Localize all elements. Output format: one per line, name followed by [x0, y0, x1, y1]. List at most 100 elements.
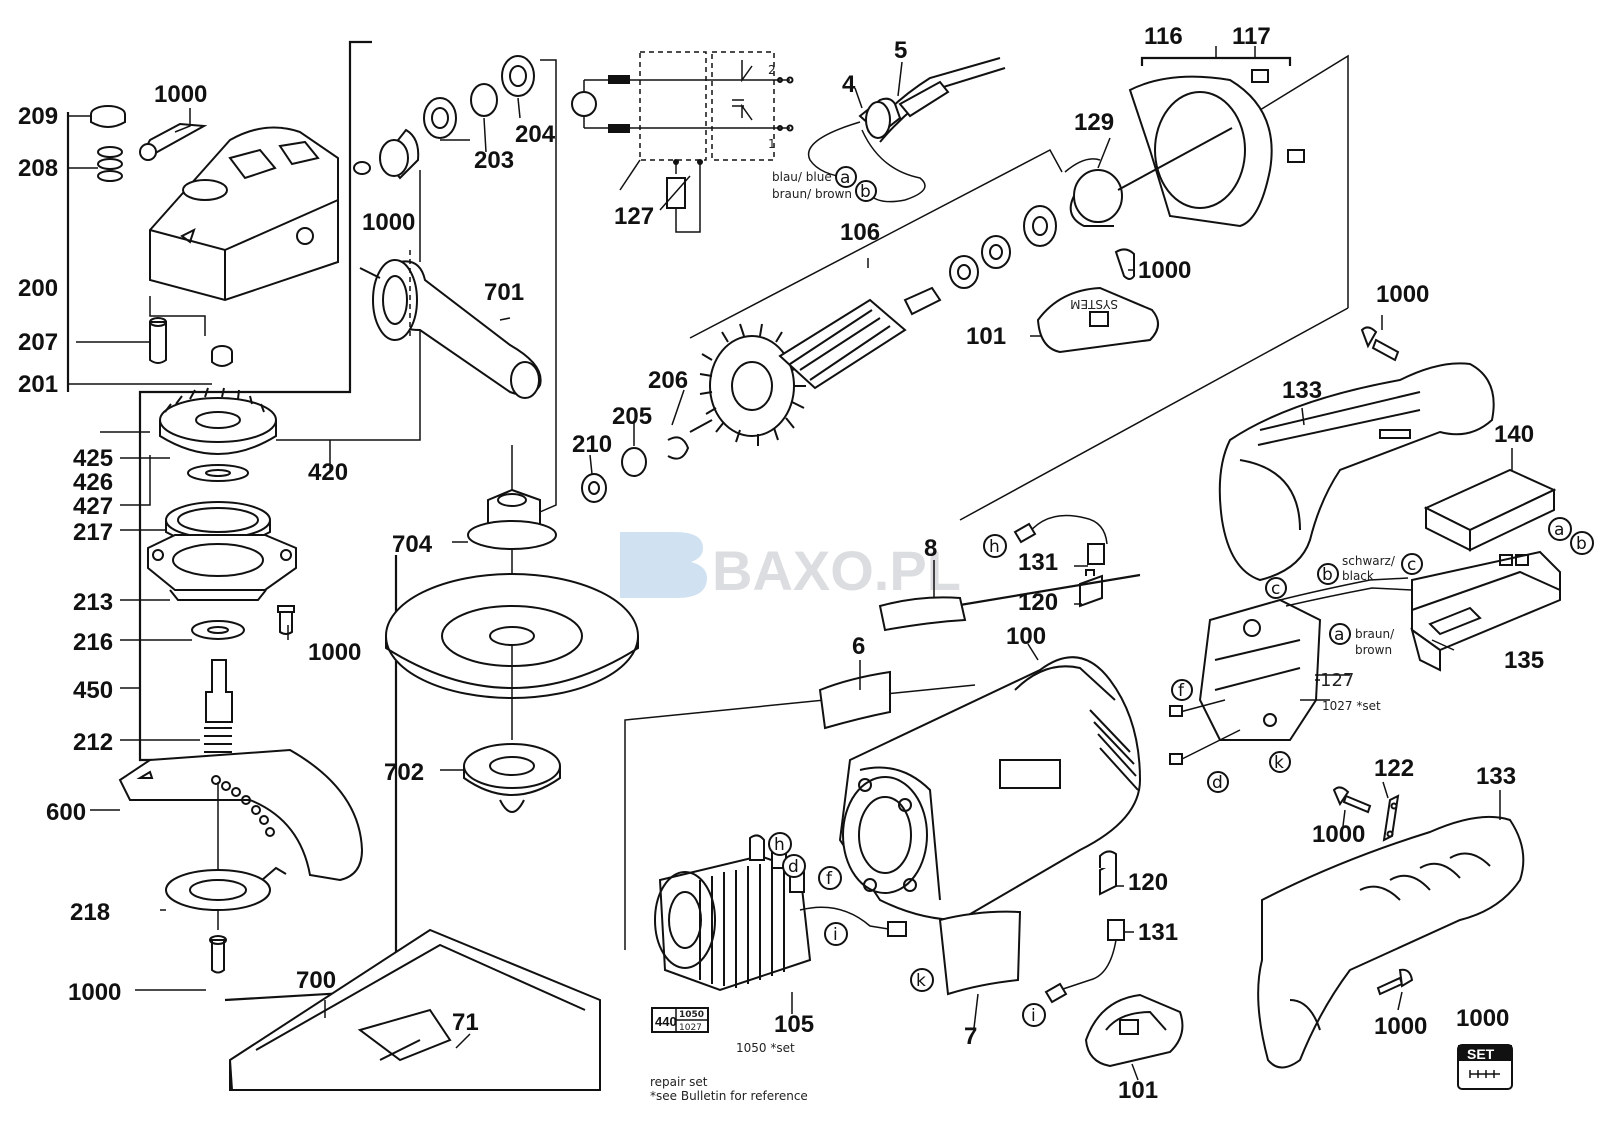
- brand-badge-part-101-bottom: [1084, 993, 1184, 1068]
- label-206: 206: [648, 367, 688, 394]
- label-218: 218: [70, 899, 110, 926]
- svg-text:h: h: [774, 835, 785, 855]
- connector-b-switch: b: [1570, 531, 1594, 555]
- label-205: 205: [612, 403, 652, 430]
- legend-box-top: 1050: [679, 1010, 704, 1020]
- connector-c-wire: c: [1401, 553, 1423, 575]
- label-426: 426: [73, 469, 113, 496]
- top-cover-part-200: [90, 105, 339, 367]
- connector-f-coil: f: [818, 866, 842, 890]
- connector-b-wire: b: [1317, 563, 1339, 585]
- svg-text:i: i: [833, 925, 838, 945]
- svg-text:a: a: [1554, 520, 1564, 540]
- label-1000-122: 1000: [1312, 821, 1365, 848]
- label-7: 7: [964, 1023, 977, 1050]
- label-140: 140: [1494, 421, 1534, 448]
- label-133-bottom: 133: [1476, 763, 1516, 790]
- repair-set-legend: 440 1050 1027 repair set *see Bulletin f…: [650, 1007, 808, 1103]
- label-120-top: 120: [1018, 589, 1058, 616]
- svg-text:d: d: [1212, 773, 1223, 793]
- label-702: 702: [384, 759, 424, 786]
- label-1050-set: 1050 *set: [736, 1041, 795, 1055]
- svg-text:c: c: [1271, 579, 1280, 599]
- svg-text:d: d: [788, 857, 799, 877]
- label-208: 208: [18, 155, 58, 182]
- label-420: 420: [308, 459, 348, 486]
- label-1000-housing: 1000: [308, 639, 361, 666]
- label-122: 122: [1374, 755, 1414, 782]
- label-1000-grip: 1000: [1374, 1013, 1427, 1040]
- part-number-labels: 209 208 200 207 201 1000 1000 425 426 42…: [18, 23, 1544, 1104]
- label-101-top: 101: [966, 323, 1006, 350]
- svg-text:k: k: [1274, 753, 1284, 773]
- svg-text:b: b: [1576, 534, 1587, 554]
- set-badge-text: SET: [1467, 1046, 1495, 1062]
- connector-a-cable: a: [835, 166, 857, 188]
- flange-and-disc-parts: [385, 445, 639, 813]
- label-129: 129: [1074, 109, 1114, 136]
- label-sheets-6-7-8: [818, 596, 1022, 996]
- label-120-bottom: 120: [1128, 869, 1168, 896]
- watermark-text: BAXO.PL: [712, 539, 961, 602]
- label-704: 704: [392, 531, 433, 558]
- label-71: 71: [452, 1009, 479, 1036]
- label-1000-nut: 1000: [362, 209, 415, 236]
- connector-a-switch: a: [1548, 517, 1572, 541]
- wheel-guard-part-600: [118, 748, 364, 974]
- armature-part-106: [581, 148, 1123, 503]
- svg-text:h: h: [989, 537, 1000, 557]
- label-6: 6: [852, 633, 865, 660]
- connector-k-module: k: [1269, 751, 1291, 773]
- label-207: 207: [18, 329, 58, 356]
- label-217: 217: [73, 519, 113, 546]
- label-127-module: 127: [1320, 670, 1354, 691]
- label-213: 213: [73, 589, 113, 616]
- wire-brown-label: braun/ brown: [772, 187, 852, 201]
- label-135: 135: [1504, 647, 1544, 674]
- connector-h-coil: h: [768, 832, 792, 856]
- gear-head-part-116: [959, 46, 1349, 521]
- connector-h-top: h: [983, 534, 1007, 558]
- connector-i-coil: i: [824, 922, 848, 946]
- connector-f-module: f: [1171, 679, 1193, 701]
- svg-text:a: a: [1334, 625, 1344, 645]
- wire-brown-de-label: braun/: [1355, 627, 1395, 641]
- label-216: 216: [73, 629, 113, 656]
- label-203: 203: [474, 147, 514, 174]
- svg-text:b: b: [1322, 565, 1333, 585]
- svg-text:f: f: [1178, 681, 1185, 701]
- connector-a-wire: a: [1329, 623, 1351, 645]
- label-425: 425: [73, 445, 113, 472]
- leader-lines: [68, 61, 1513, 1081]
- legend-line1: repair set: [650, 1075, 708, 1089]
- label-1027-set: 1027 *set: [1322, 699, 1381, 713]
- watermark: BAXO.PL: [620, 532, 961, 602]
- label-1000-cover: 1000: [154, 81, 207, 108]
- label-700: 700: [296, 967, 336, 994]
- label-600: 600: [46, 799, 86, 826]
- svg-text:b: b: [860, 182, 871, 202]
- label-131-bottom: 131: [1138, 919, 1178, 946]
- label-212: 212: [73, 729, 113, 756]
- label-100: 100: [1006, 623, 1046, 650]
- badge-text: SYSTEM: [1070, 297, 1118, 311]
- handle-half-part-133-bottom: [1257, 786, 1525, 1069]
- svg-text:k: k: [916, 971, 926, 991]
- svg-text:c: c: [1407, 555, 1416, 575]
- label-1000-handle: 1000: [1376, 281, 1429, 308]
- label-101-bottom: 101: [1118, 1077, 1158, 1104]
- wire-black-de-label: schwarz/: [1342, 554, 1396, 568]
- switch-terminal-1: 1: [768, 137, 776, 151]
- wire-brown-en-label: brown: [1355, 643, 1392, 657]
- foam-part-140: [1423, 468, 1557, 552]
- connector-b-cable: b: [855, 180, 877, 202]
- power-cable-parts-4-5: blau/ blue braun/ brown: [772, 57, 1006, 203]
- label-4: 4: [842, 71, 856, 98]
- wire-black-en-label: black: [1342, 569, 1374, 583]
- cable-part-131-120-bottom: [1044, 850, 1125, 1004]
- label-1000-set: 1000: [1456, 1005, 1509, 1032]
- connector-d-coil: d: [782, 854, 806, 878]
- label-131-top: 131: [1018, 549, 1058, 576]
- svg-text:f: f: [826, 869, 833, 889]
